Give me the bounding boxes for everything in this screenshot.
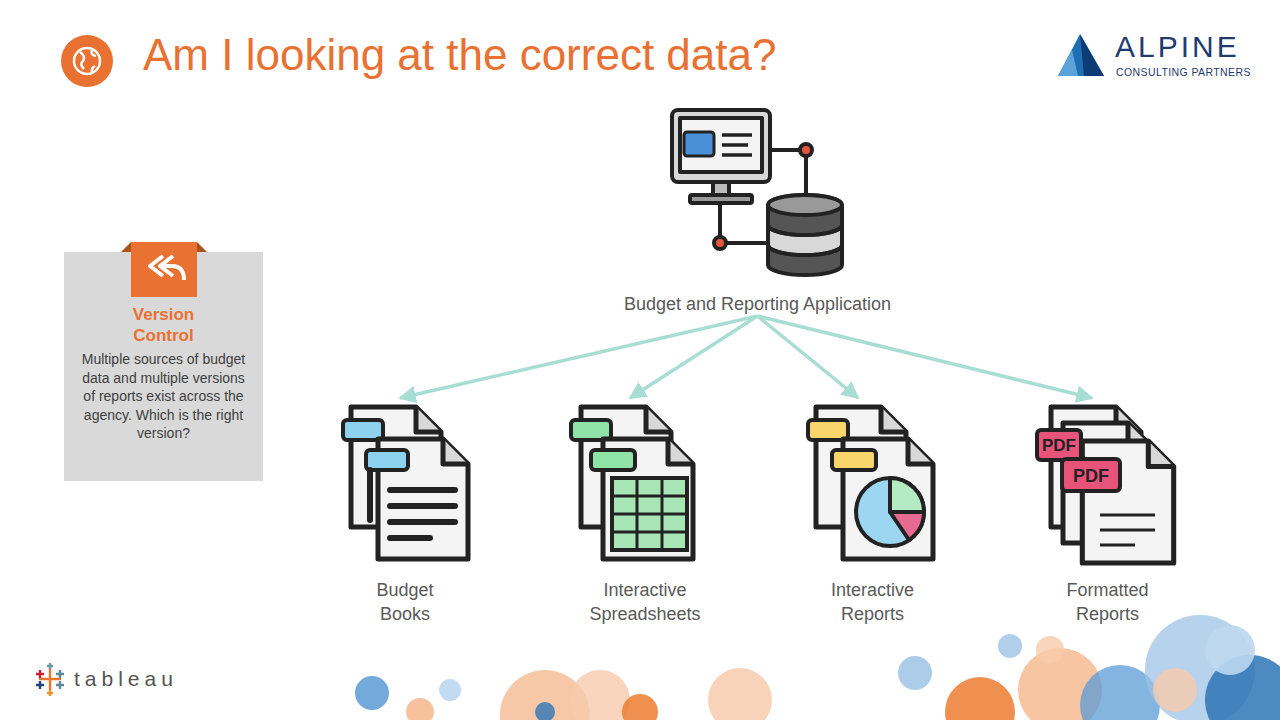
logo-wordmark: ALPINE [1115, 30, 1240, 64]
callout-heading: Version Control [119, 252, 209, 346]
node-label: Budget Books [350, 578, 460, 626]
spreadsheet-icon [571, 407, 693, 559]
background-bubbles [355, 615, 1280, 720]
connector-arrow [400, 316, 758, 398]
node-label: Budget and Reporting Application [603, 292, 913, 316]
node-label: Interactive Spreadsheets [570, 578, 720, 626]
callout-box: Version ControlMultiple sources of budge… [64, 252, 263, 481]
pdf-icon [1037, 407, 1174, 563]
slide-title: Am I looking at the correct data? [143, 30, 776, 80]
application-node: Budget and Reporting Application [600, 100, 915, 316]
document-icon [343, 407, 468, 559]
alpine-logo [1058, 34, 1104, 76]
connector-arrow [758, 316, 1093, 398]
pdf-tag: PDF [1062, 466, 1120, 487]
tableau-logo [36, 663, 64, 696]
callout-body: Multiple sources of budget data and mult… [76, 350, 251, 443]
connector-arrow [630, 316, 758, 398]
output-node: Interactive Spreadsheets [560, 398, 730, 626]
node-label: Formatted Reports [1048, 578, 1168, 626]
logo-tagline: CONSULTING PARTNERS [1116, 66, 1251, 78]
output-node: Budget Books [330, 398, 480, 626]
tableau-wordmark: tableau [74, 667, 178, 691]
output-node: Formatted Reports [1030, 398, 1185, 626]
globe-icon [61, 35, 113, 87]
output-node: Interactive Reports [800, 398, 945, 626]
chart-report-icon [808, 407, 933, 559]
node-label: Interactive Reports [813, 578, 933, 626]
application-icon [672, 110, 842, 275]
pdf-tag: PDF [1037, 436, 1081, 456]
callout-tab [121, 242, 207, 297]
